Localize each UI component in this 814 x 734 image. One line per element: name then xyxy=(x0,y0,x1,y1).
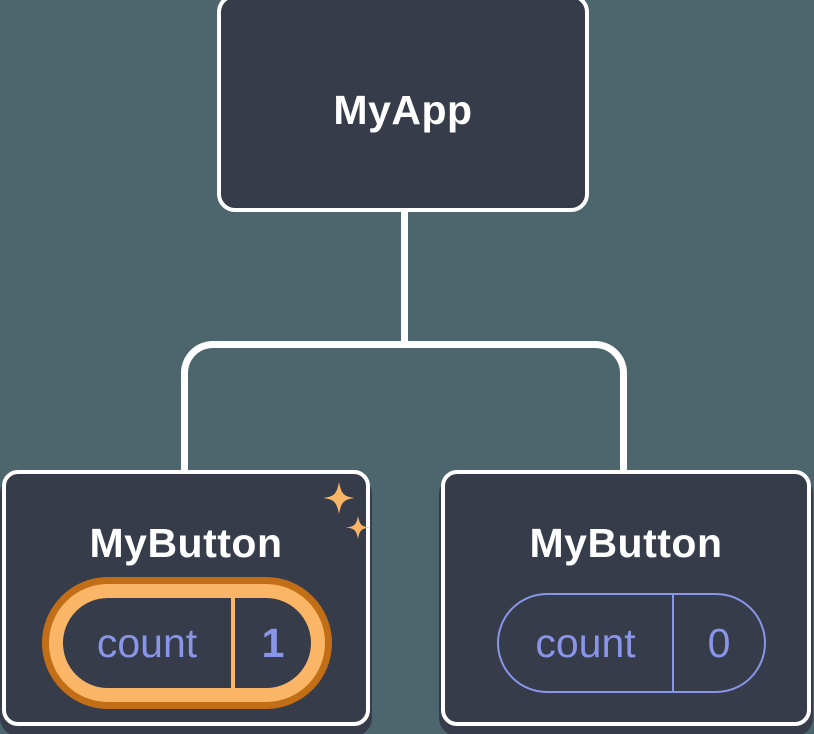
connector-branch xyxy=(181,341,627,470)
state-value: 0 xyxy=(707,619,731,666)
state-pill-highlighted: count 1 xyxy=(42,577,332,709)
child-component-node-left: MyButton count 1 xyxy=(2,470,370,726)
child-component-label: MyButton xyxy=(529,520,723,566)
state-pill-divider xyxy=(231,598,235,688)
root-component-label: MyApp xyxy=(333,86,473,133)
state-name-label: count xyxy=(96,619,198,666)
state-name-label: count xyxy=(535,619,636,666)
connector-stem xyxy=(401,211,408,342)
state-value: 1 xyxy=(261,619,285,666)
state-pill-body: count 1 xyxy=(49,584,325,702)
child-component-label: MyButton xyxy=(89,520,283,566)
state-pill-plain: count 0 xyxy=(497,593,766,693)
sparkles-icon xyxy=(323,482,370,539)
root-component-node: MyApp xyxy=(217,0,589,212)
child-component-node-right: MyButton count 0 xyxy=(441,470,811,726)
state-pill-divider xyxy=(672,595,674,691)
